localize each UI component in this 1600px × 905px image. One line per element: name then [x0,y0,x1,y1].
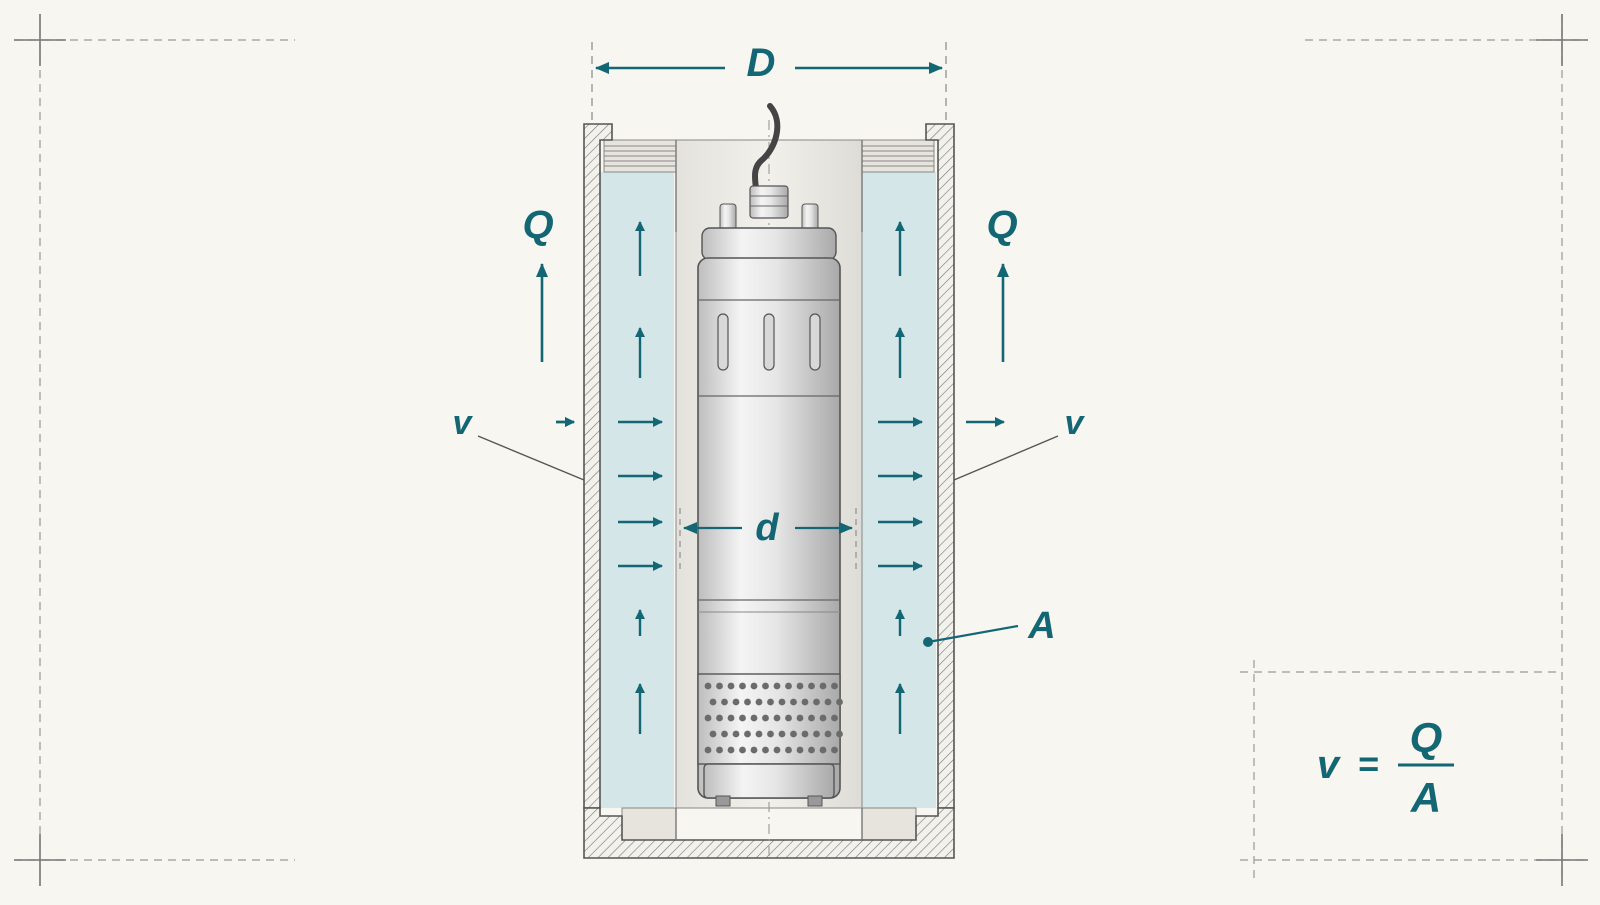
flow-rate-label-left: Q [522,203,553,247]
velocity-leader-left [477,435,585,481]
well-casing [583,123,955,859]
cable-gland [749,185,789,219]
power-cable [752,103,781,199]
inner-diameter-label: d [755,507,779,549]
flow-arrows [556,221,1005,734]
cooling-slots [717,313,821,371]
top-threads [603,139,935,173]
velocity-formula: v = Q A [1317,714,1454,821]
velocity-leader-right [953,435,1059,481]
area-label: A [1027,605,1055,647]
formula-denominator: A [1410,774,1441,821]
formula-numerator: Q [1410,714,1443,762]
formula-lhs: v [1317,743,1342,787]
annulus-water-left [600,172,674,808]
inner-diameter-dimension [679,508,857,572]
pump-top-cap [701,227,837,261]
velocity-label-right: v [1065,404,1086,442]
pump-foot-left [715,795,731,807]
pump-bolt-left [719,203,737,231]
pump-base [703,763,835,799]
formula-equals: = [1357,743,1378,784]
pump-bolt-right [801,203,819,231]
pump-foot-right [807,795,823,807]
outer-diameter-label: D [747,41,776,85]
velocity-label-left: v [453,404,474,442]
submersible-pump [697,103,843,807]
flow-rate-label-right: Q [986,203,1017,247]
area-leader [927,624,1019,644]
intake-screen-holes [704,682,843,754]
drawing-frame [14,14,1588,886]
outer-diameter-dimension [591,42,947,130]
